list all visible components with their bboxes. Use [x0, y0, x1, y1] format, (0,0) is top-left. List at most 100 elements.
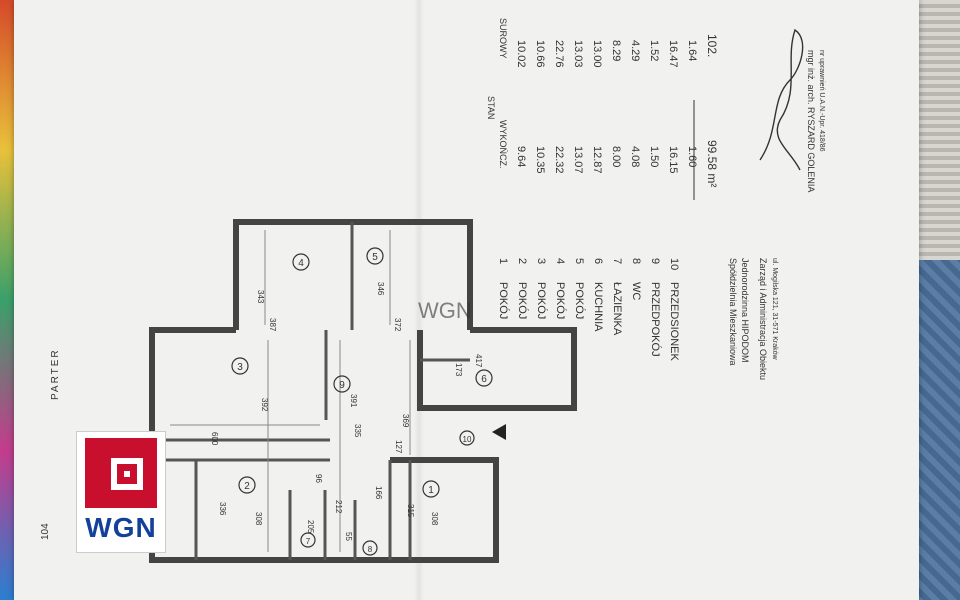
finished-3: 22.32: [553, 146, 565, 174]
finished-6: 8.00: [610, 146, 622, 167]
corner-code: 104: [40, 523, 51, 540]
paper-fold-shadow: [414, 0, 424, 600]
architect-name: mgr inż. arch. RYSZARD GOLENIA: [806, 50, 816, 192]
marker-4: 4: [298, 258, 304, 269]
finished-1: 9.64: [515, 146, 527, 167]
plan-walls: [149, 219, 577, 563]
dim-12: 166: [374, 486, 383, 500]
legend-name-9: PRZEDPOKÓJ: [649, 282, 662, 357]
raw-8: 1.52: [648, 40, 660, 61]
dim-7: 391: [349, 394, 358, 408]
plan-inner-walls: [160, 222, 470, 560]
header-stan: STAN: [486, 96, 496, 119]
legend-no-5: 5: [573, 258, 585, 264]
dimension-lines: [170, 230, 411, 552]
legend-name-2: POKÓJ: [516, 282, 529, 319]
raw-2: 10.66: [534, 40, 546, 68]
finished-7: 4.08: [629, 146, 641, 167]
legend-no-7: 7: [611, 258, 623, 264]
dim-17: 205: [306, 520, 315, 534]
finished-5: 12.87: [591, 146, 603, 174]
dim-3: 387: [268, 318, 277, 332]
room-markers: [231, 247, 493, 556]
finished-8: 1.50: [648, 146, 660, 167]
logo-red-block: [85, 438, 157, 508]
legend-no-9: 9: [649, 258, 661, 264]
dim-18: 55: [344, 532, 353, 541]
finished-10: 1.60: [686, 146, 698, 167]
legend-name-1: POKÓJ: [497, 282, 510, 319]
header-finished: WYKOŃCZ.: [498, 120, 508, 169]
dim-15: 336: [218, 502, 227, 516]
marker-5: 5: [372, 252, 378, 263]
entrance-arrow-icon: [492, 424, 506, 440]
raw-1: 10.02: [515, 40, 527, 68]
dim-21: 392: [260, 398, 269, 412]
finished-9: 16.15: [667, 146, 679, 174]
architect-stamp: mgr inż. arch. RYSZARD GOLENIA nr uprawn…: [806, 50, 825, 192]
raw-10: 1.64: [686, 40, 698, 61]
legend-no-10: 10: [668, 258, 680, 270]
wgn-logo: WGN: [76, 431, 166, 553]
finished-2: 10.35: [534, 146, 546, 174]
dimension-values: 343 346 387 372 417 173 391 369 335 600 …: [210, 282, 483, 541]
background-knit-right: [915, 0, 960, 260]
dim-1: 343: [256, 290, 265, 304]
total-raw: 102.: [705, 34, 719, 57]
legend-name-10: PRZEDSIONEK: [668, 282, 680, 362]
watermark-text: WGN: [418, 298, 472, 323]
logo-brand-text: WGN: [85, 512, 157, 543]
room-legend: POKÓJ POKÓJ POKÓJ POKÓJ POKÓJ KUCHNIA ŁA…: [486, 18, 719, 362]
level-label: PARTER: [50, 348, 61, 400]
dim-4: 372: [393, 318, 402, 332]
marker-6: 6: [481, 374, 487, 385]
dim-6: 173: [454, 363, 463, 377]
coop-line-4: ul. Mogilska 121, 31-571 Kraków: [771, 258, 778, 360]
legend-name-7: ŁAZIENKA: [611, 282, 623, 336]
coop-line-2: Jednorodzinna HIPODOM: [740, 258, 750, 363]
legend-name-8: WC: [630, 282, 642, 300]
marker-7: 7: [306, 537, 311, 546]
dim-5: 417: [474, 354, 483, 368]
dim-8: 369: [401, 414, 410, 428]
marker-3: 3: [237, 362, 243, 373]
raw-9: 16.47: [667, 40, 679, 68]
dim-10: 600: [210, 432, 219, 446]
legend-name-3: POKÓJ: [535, 282, 548, 319]
finished-4: 13.07: [572, 146, 584, 174]
coop-line-3: Zarząd i Administracja Obiektu: [758, 258, 768, 380]
dim-20: 308: [430, 512, 439, 526]
dim-11: 127: [394, 440, 403, 454]
legend-name-4: POKÓJ: [554, 282, 567, 319]
legend-no-1: 1: [497, 258, 509, 264]
cooperative-stamp: Spółdzielnia Mieszkaniowa Jednorodzinna …: [728, 258, 778, 380]
raw-5: 13.00: [591, 40, 603, 68]
marker-10: 10: [463, 435, 472, 444]
marker-1: 1: [428, 485, 434, 496]
legend-no-2: 2: [516, 258, 528, 264]
legend-no-4: 4: [554, 258, 566, 264]
logo-square-icon: [111, 458, 143, 490]
legend-name-6: KUCHNIA: [592, 282, 604, 332]
dim-16: 308: [254, 512, 263, 526]
coop-line-1: Spółdzielnia Mieszkaniowa: [728, 258, 738, 366]
total-finished: 99.58 m²: [705, 140, 719, 187]
raw-4: 13.03: [572, 40, 584, 68]
dim-13: 96: [314, 474, 323, 483]
marker-9: 9: [339, 380, 345, 391]
signature-mark: [759, 28, 804, 171]
raw-3: 22.76: [553, 40, 565, 68]
dim-14: 212: [334, 500, 343, 514]
legend-no-6: 6: [592, 258, 604, 264]
dim-19: 315: [406, 504, 415, 518]
raw-6: 8.29: [610, 40, 622, 61]
legend-no-3: 3: [535, 258, 547, 264]
architect-permit: nr uprawnień U.A.N.-Upr. 418/86: [818, 50, 825, 152]
dim-2: 346: [376, 282, 385, 296]
marker-2: 2: [244, 481, 250, 492]
room-marker-labels: 4 5 3 9 6 2 1 7 8 10: [237, 252, 487, 554]
dim-9: 335: [353, 424, 362, 438]
legend-no-8: 8: [630, 258, 642, 264]
